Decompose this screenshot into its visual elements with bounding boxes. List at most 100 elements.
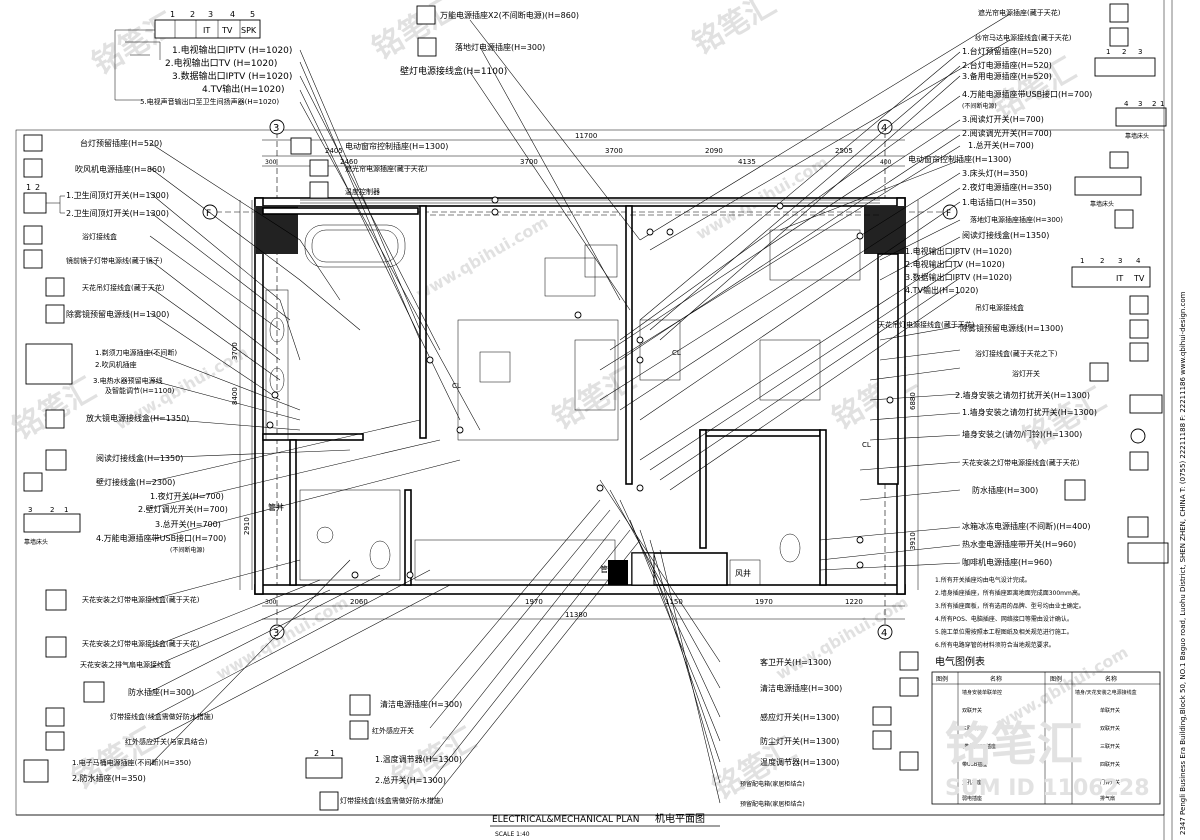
panel-number: 2 — [1152, 100, 1156, 108]
bottom-callouts: 客卫开关(H=1300) 清洁电源插座(H=300) 感应灯开关(H=1300)… — [305, 651, 919, 811]
callout-label: 预留配电箱(家居柜结合) — [740, 800, 805, 808]
callout-label: 预留配电箱(家居柜结合) — [740, 780, 805, 788]
dim-label: 2090 — [705, 147, 723, 155]
wall-left — [254, 197, 264, 595]
outlet-icon — [349, 694, 371, 716]
legend-cell: 弱电插座 — [962, 795, 982, 802]
tv-panel-right — [1071, 266, 1151, 288]
dimensions-top: 11700 2405 3700 2090 2505 300 2460 3700 … — [262, 132, 905, 167]
dim-label: 8400 — [231, 387, 239, 405]
panel-number: 1 — [170, 10, 175, 19]
floor-plan: 管井 管井 风井 CL CL CL — [254, 197, 906, 595]
callout-label: 除雾镜预留电源线(H=1300) — [66, 309, 169, 319]
panel-number: 2 — [1100, 257, 1104, 265]
callout-label: 红外感应开关 — [372, 726, 414, 735]
callout-label: 1.电话插口(H=350) — [962, 197, 1036, 207]
callout-label: 3.电热水器预留电源线 — [93, 376, 163, 385]
callout-label: 4.万能电源插座带USB接口(H=700) — [96, 533, 226, 543]
plan-devices — [266, 137, 894, 579]
dim-label: 3700 — [520, 158, 538, 166]
dim-label: 2060 — [350, 598, 368, 606]
dim-label: 2460 — [340, 158, 358, 166]
bed — [457, 319, 619, 441]
callout-label: 4.TV输出(H=1020) — [905, 285, 978, 295]
callout-label: 1.台灯预留插座(H=520) — [962, 46, 1052, 56]
top-callouts: 1.电视输出口IPTV (H=1020) 2.电视输出口TV (H=1020) … — [140, 5, 579, 196]
callout-label: 客卫开关(H=1300) — [760, 657, 831, 667]
callout-label: 3.数据输出口IPTV (H=1020) — [905, 272, 1012, 282]
callout-label: 2.防水插座(H=350) — [72, 773, 146, 783]
notes: 1.所有开关插座均由电气设计完成。 2.墙身插座插座，所有插座距离地面完成面30… — [935, 576, 1085, 649]
dim-label: 3700 — [605, 147, 623, 155]
legend-table: 电气图例表 图例 名称 图例 名称 墙身安装单联单控 墙身/天花安装之电源接线盒… — [931, 655, 1161, 805]
callout-label: 灯带接线盒(线盒需做好防水措施) — [110, 712, 214, 721]
legend-cell: 排气扇 — [1100, 795, 1115, 802]
callout-label: 1.电子马桶电源插座(不间断)(H=350) — [72, 758, 191, 767]
callout-label: 2.阅读调光开关(H=700) — [962, 128, 1052, 138]
panel-number: 3 — [1138, 48, 1142, 56]
callout-label: 防尘灯开关(H=1300) — [760, 736, 839, 746]
callout-label: 浴灯接线盒 — [82, 232, 117, 241]
callout-label: 天花安装之灯带电源接线盒(藏于天花) — [82, 639, 200, 648]
left-callouts: 台灯预留插座(H=520) 吹风机电源插座(H=860) 1 2 1.卫生间顶灯… — [23, 134, 228, 783]
legend-cell: (带灯)USB插座 — [962, 743, 996, 750]
panel-number: 3 — [1118, 257, 1122, 265]
callout-label: 吹风机电源插座(H=860) — [75, 164, 165, 174]
callout-label: 2.总开关(H=1300) — [375, 775, 446, 785]
dim-label: 6880 — [909, 392, 917, 410]
callout-label: 1.卫生间顶灯开关(H=1300) — [66, 190, 169, 200]
legend-cell: 四联开关 — [1100, 761, 1120, 768]
callout-label: (不间断电源) — [962, 102, 997, 110]
callout-label: 1.总开关(H=700) — [968, 140, 1034, 150]
callout-label: 清洁电源插座(H=300) — [380, 699, 462, 709]
legend-cell: 双联开关 — [1100, 725, 1120, 732]
dim-total-bottom: 11380 — [565, 611, 587, 619]
note-line: 2.墙身插座插座，所有插座距离地面完成面300mm高。 — [935, 589, 1084, 597]
callout-label: 温度调节器(H=1300) — [760, 757, 839, 767]
panel-number: 4 — [1136, 257, 1141, 265]
cl-mark: CL — [672, 349, 681, 357]
large-watermark: 铭笔汇 — [945, 717, 1083, 771]
callout-label: 3.阅读灯开关(H=700) — [962, 114, 1044, 124]
panel-number: 2 — [35, 183, 40, 192]
callout-label: 阅读灯接线盒(H=1350) — [96, 453, 183, 463]
leader-lines — [149, 13, 1011, 804]
legend-header: 名称 — [1105, 675, 1117, 683]
panel-number: 1 — [1106, 48, 1110, 56]
callout-label: 阅读灯接线盒(H=1350) — [962, 230, 1049, 240]
callout-label: 天花安装之灯带电源接线盒(藏于天花) — [82, 595, 200, 604]
plan-title-en: ELECTRICAL&MECHANICAL PLAN — [492, 815, 639, 825]
outlet-icon — [1127, 542, 1169, 564]
dim-label: 1220 — [845, 598, 863, 606]
dim-label: 2505 — [835, 147, 853, 155]
callout-label: 万能电源插座X2(不间断电源)(H=860) — [440, 10, 579, 20]
outlet-icon — [1127, 516, 1149, 538]
callout-label: 4.万能电源插座带USB接口(H=700) — [962, 89, 1092, 99]
callout-label: 灯带接线盒(线盒需做好防水措施) — [340, 796, 444, 805]
thermostat-panel — [305, 757, 343, 779]
shaft — [608, 560, 628, 585]
legend-cell: 五孔插座 — [962, 779, 982, 786]
room-label-vent: 风井 — [735, 568, 751, 578]
bedside-panel — [23, 513, 81, 533]
dimensions-bottom: 300 2060 1970 1150 1970 1220 11380 — [262, 598, 905, 620]
legend-header: 图例 — [1050, 675, 1062, 683]
panel-number: 2 — [1122, 48, 1126, 56]
callout-label: 吊灯电源接线盒 — [975, 303, 1024, 312]
panel-number: 2 — [50, 506, 54, 514]
note-line: 1.所有开关插座均由电气设计完成。 — [935, 576, 1031, 584]
callout-label: 3.数据输出口IPTV (H=1020) — [172, 70, 292, 82]
callout-label: 2.壁灯调光开关(H=700) — [138, 504, 228, 514]
watermark-url: www.qbihui.com — [413, 212, 552, 303]
note-line: 4.所有POS、电脑插座、网络接口等需由设计确认。 — [935, 615, 1073, 623]
callout-label: 2.墙身安装之请勿打扰开关(H=1300) — [955, 390, 1090, 400]
callout-label: 浴灯接线盒(藏于天花之下) — [975, 349, 1058, 358]
outlet-icon — [1064, 479, 1086, 501]
legend-cell: 单联开关 — [1100, 707, 1120, 714]
callout-label: 2.吹风机插座 — [95, 360, 137, 369]
outlet-icon — [83, 681, 105, 703]
note-line: 6.所有电路穿管的材料须符合当地规范要求。 — [935, 641, 1055, 649]
callout-label: 3.备用电源插座(H=520) — [962, 71, 1052, 81]
dim-total-top: 11700 — [575, 132, 597, 140]
